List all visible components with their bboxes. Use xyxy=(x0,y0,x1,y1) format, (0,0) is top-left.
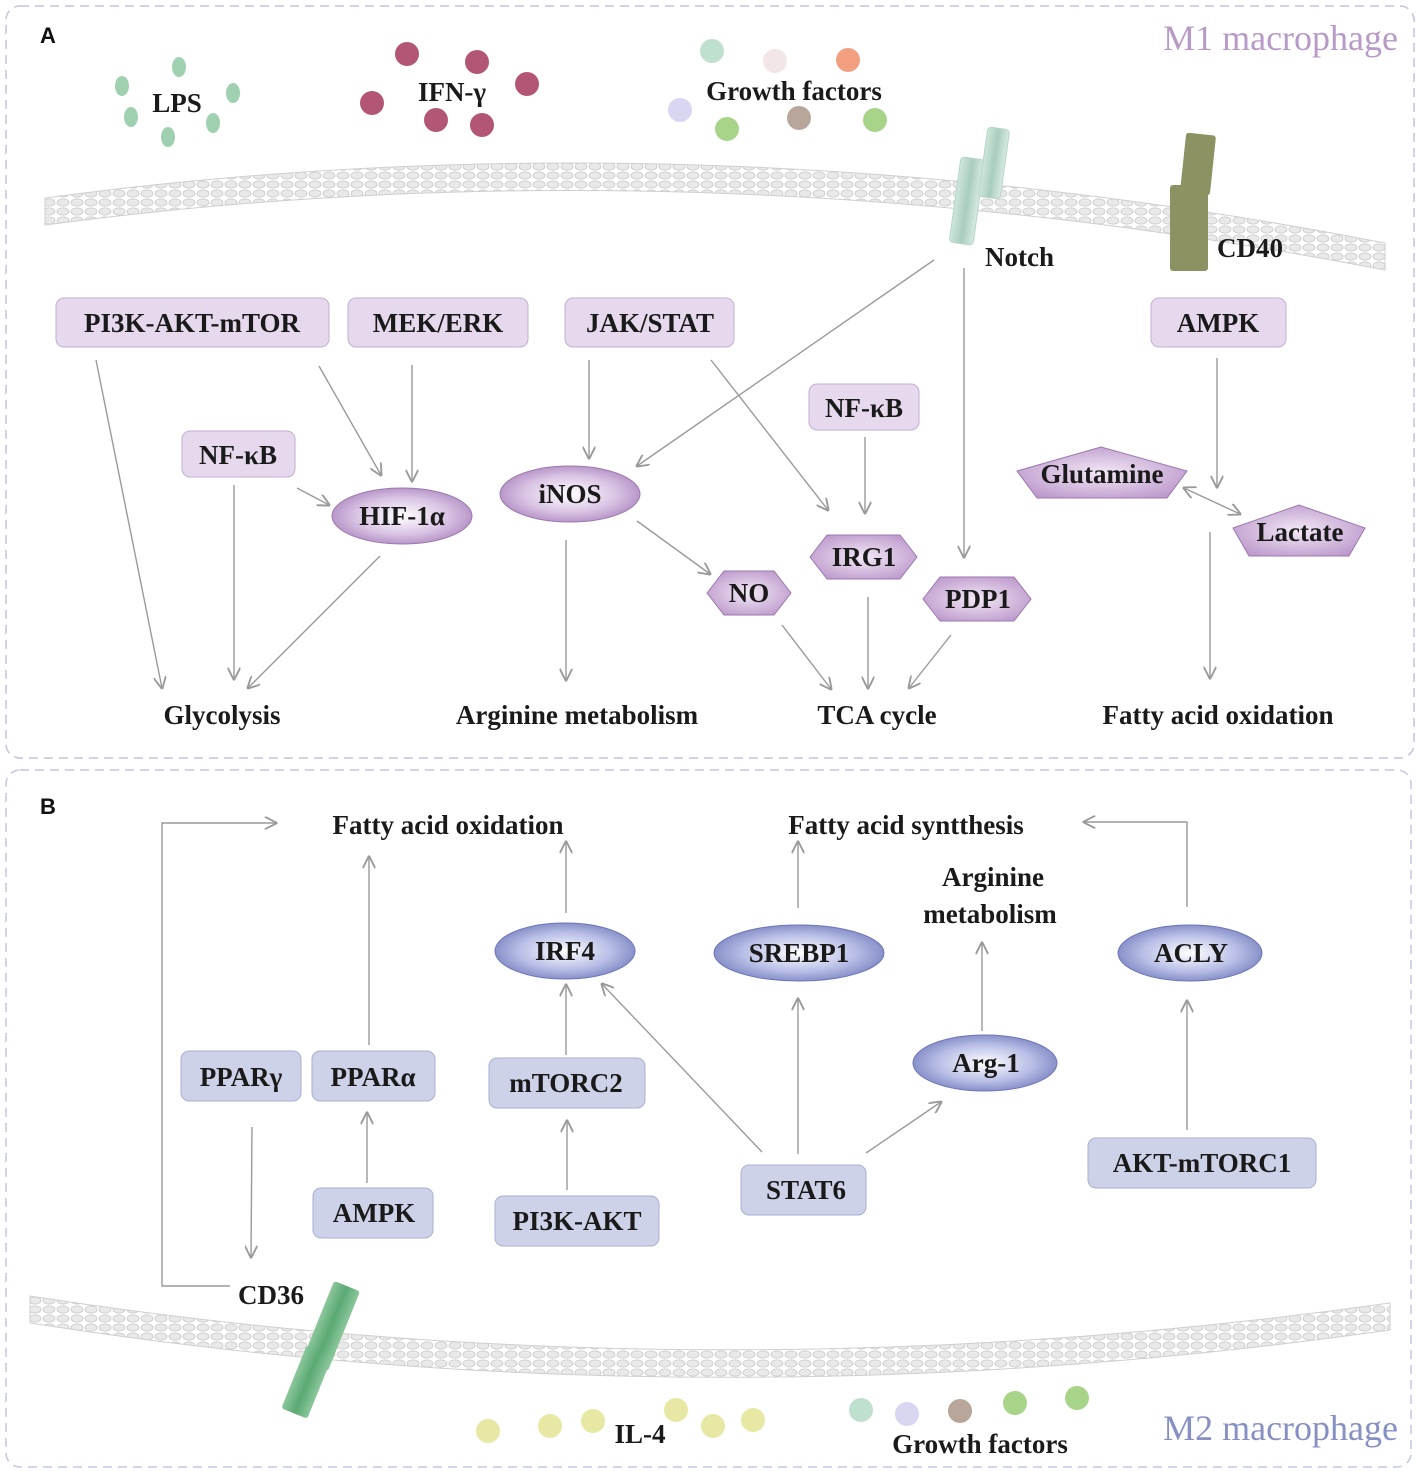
ppar-gamma-box: PPARγ xyxy=(180,1050,302,1102)
nfkb-label-right: NF-κB xyxy=(825,393,903,423)
glutamine-label: Glutamine xyxy=(1040,459,1163,489)
acly-node: ACLY xyxy=(1117,924,1263,982)
ppar-alpha-box: PPARα xyxy=(311,1050,436,1102)
notch-receptor xyxy=(949,126,1010,246)
stat6-box: STAT6 xyxy=(740,1164,867,1216)
mtorc2-label: mTORC2 xyxy=(509,1068,623,1098)
inos-label: iNOS xyxy=(538,479,601,509)
cell-membrane-m2 xyxy=(29,1295,1391,1378)
arginine-output-line1: Arginine xyxy=(942,862,1044,892)
ppar-alpha-label: PPARα xyxy=(330,1062,415,1092)
irf4-label: IRF4 xyxy=(535,936,595,966)
il4-label: IL-4 xyxy=(614,1419,665,1449)
hif1a-label: HIF-1α xyxy=(359,501,445,531)
nfkb-label-left: NF-κB xyxy=(199,440,277,470)
panel-b-arrows xyxy=(161,822,1187,1287)
il4-particles xyxy=(476,1398,765,1443)
pdp1-node: PDP1 xyxy=(922,576,1032,622)
mek-erk-label: MEK/ERK xyxy=(373,308,504,338)
nfkb-box-left: NF-κB xyxy=(181,430,296,478)
nfkb-box-right: NF-κB xyxy=(808,383,920,431)
acly-label: ACLY xyxy=(1154,938,1228,968)
growth-factor-particles-m2 xyxy=(849,1386,1089,1426)
arginine-metabolism-output-m1: Arginine metabolism xyxy=(456,700,699,730)
hif1a-node: HIF-1α xyxy=(331,487,473,545)
jak-stat-box: JAK/STAT xyxy=(564,297,735,348)
no-node: NO xyxy=(706,570,792,616)
no-label: NO xyxy=(729,578,770,608)
growth-factors-label-m2: Growth factors xyxy=(892,1429,1068,1459)
jak-stat-label: JAK/STAT xyxy=(586,308,714,338)
tca-cycle-output: TCA cycle xyxy=(817,700,936,730)
m1-title: M1 macrophage xyxy=(1163,18,1398,58)
lactate-label: Lactate xyxy=(1257,517,1344,547)
mtorc2-box: mTORC2 xyxy=(488,1057,646,1109)
m2-title: M2 macrophage xyxy=(1163,1408,1398,1448)
lps-particles xyxy=(115,57,240,147)
pi3k-akt-label: PI3K-AKT xyxy=(512,1206,641,1236)
akt-mtorc1-box: AKT-mTORC1 xyxy=(1087,1137,1317,1189)
ampk-label-m2: AMPK xyxy=(333,1198,415,1228)
lps-label: LPS xyxy=(152,88,202,118)
cd40-receptor xyxy=(1170,132,1216,271)
cd36-receptor xyxy=(282,1281,360,1418)
panel-a-letter: A xyxy=(40,23,56,48)
ifn-label: IFN-γ xyxy=(418,77,486,107)
panel-b-letter: B xyxy=(40,794,56,819)
fatty-acid-oxidation-output-m1: Fatty acid oxidation xyxy=(1102,700,1333,730)
pi3k-akt-mtor-label: PI3K-AKT-mTOR xyxy=(84,308,301,338)
panel-a-arrows xyxy=(95,259,1240,689)
fatty-acid-oxidation-output-m2: Fatty acid oxidation xyxy=(332,810,563,840)
fatty-acid-synthesis-output: Fatty acid syntthesis xyxy=(788,810,1024,840)
ampk-box-m2: AMPK xyxy=(312,1187,434,1239)
irg1-label: IRG1 xyxy=(832,542,897,572)
notch-label: Notch xyxy=(985,242,1054,272)
pi3k-akt-box: PI3K-AKT xyxy=(494,1195,660,1247)
cd40-label: CD40 xyxy=(1217,233,1283,263)
stat6-label: STAT6 xyxy=(766,1175,846,1205)
lactate-node: Lactate xyxy=(1232,504,1366,557)
ampk-box-m1: AMPK xyxy=(1150,297,1287,348)
growth-factor-particles-m1 xyxy=(668,39,887,141)
growth-factors-label-m1: Growth factors xyxy=(706,76,882,106)
irf4-node: IRF4 xyxy=(494,922,636,980)
ampk-label-m1: AMPK xyxy=(1177,308,1259,338)
ppar-gamma-label: PPARγ xyxy=(200,1062,283,1092)
pi3k-akt-mtor-box: PI3K-AKT-mTOR xyxy=(55,297,330,348)
glutamine-node: Glutamine xyxy=(1016,446,1188,499)
panel-a-border xyxy=(5,5,1415,759)
pdp1-label: PDP1 xyxy=(945,584,1011,614)
glycolysis-output: Glycolysis xyxy=(163,700,280,730)
arg1-node: Arg-1 xyxy=(912,1034,1058,1092)
cd36-label: CD36 xyxy=(238,1280,304,1310)
arg1-label: Arg-1 xyxy=(952,1048,1019,1078)
inos-node: iNOS xyxy=(499,465,641,523)
akt-mtorc1-label: AKT-mTORC1 xyxy=(1113,1148,1292,1178)
cell-membrane-m1 xyxy=(44,162,1386,271)
srebp1-label: SREBP1 xyxy=(749,938,850,968)
arginine-output-line2: metabolism xyxy=(923,899,1057,929)
ifn-particles xyxy=(360,42,539,137)
mek-erk-box: MEK/ERK xyxy=(347,297,529,348)
srebp1-node: SREBP1 xyxy=(713,924,885,982)
irg1-node: IRG1 xyxy=(809,534,918,580)
panel-b-border xyxy=(5,769,1412,1468)
